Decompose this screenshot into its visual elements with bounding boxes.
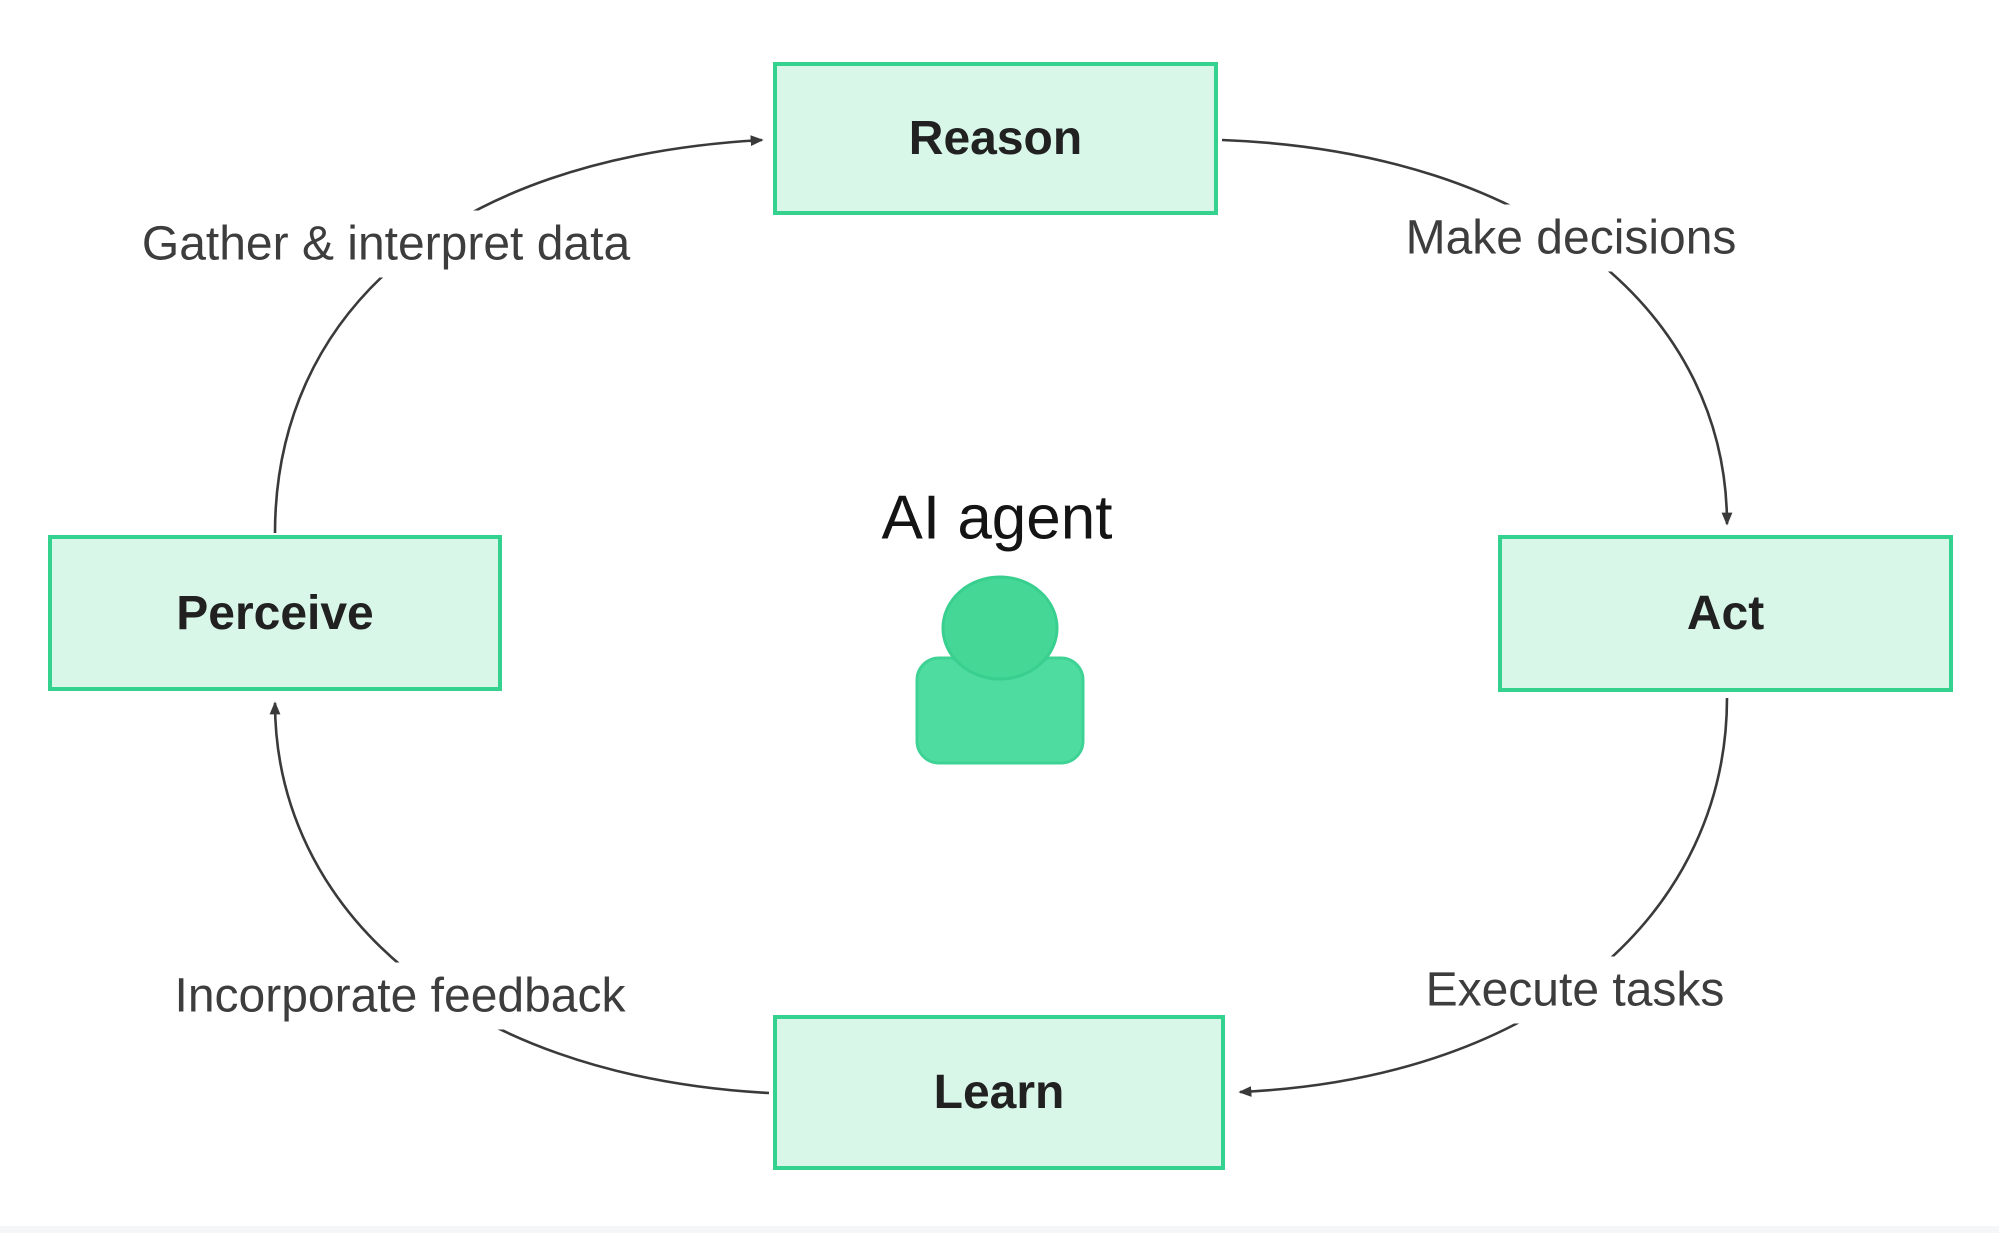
node-perceive-label: Perceive	[176, 586, 374, 640]
node-perceive: Perceive	[48, 535, 502, 691]
edge-act-to-learn	[1238, 697, 1729, 1097]
node-act-label: Act	[1686, 587, 1765, 640]
node-reason-label: Reason	[908, 112, 1083, 165]
edge-learn-to-perceive	[269, 701, 770, 1095]
edge-label-incorporate-feedback: Incorporate feedback	[160, 962, 640, 1030]
edge-reason-to-act	[1221, 138, 1733, 526]
person-icon	[915, 575, 1085, 765]
bottom-edge-strip	[0, 1226, 1999, 1233]
node-act: Act	[1498, 535, 1953, 692]
edge-label-gather-interpret-data: Gather & interpret data	[127, 210, 645, 278]
edge-label-make-decisions: Make decisions	[1391, 204, 1751, 272]
node-reason: Reason	[773, 62, 1218, 215]
edge-label-execute-tasks: Execute tasks	[1411, 956, 1739, 1024]
diagram-title: AI agent	[881, 483, 1113, 553]
person-icon-head	[941, 575, 1059, 681]
node-learn: Learn	[773, 1015, 1225, 1170]
edge-perceive-to-reason	[273, 135, 764, 534]
node-learn-label: Learn	[933, 1066, 1065, 1119]
